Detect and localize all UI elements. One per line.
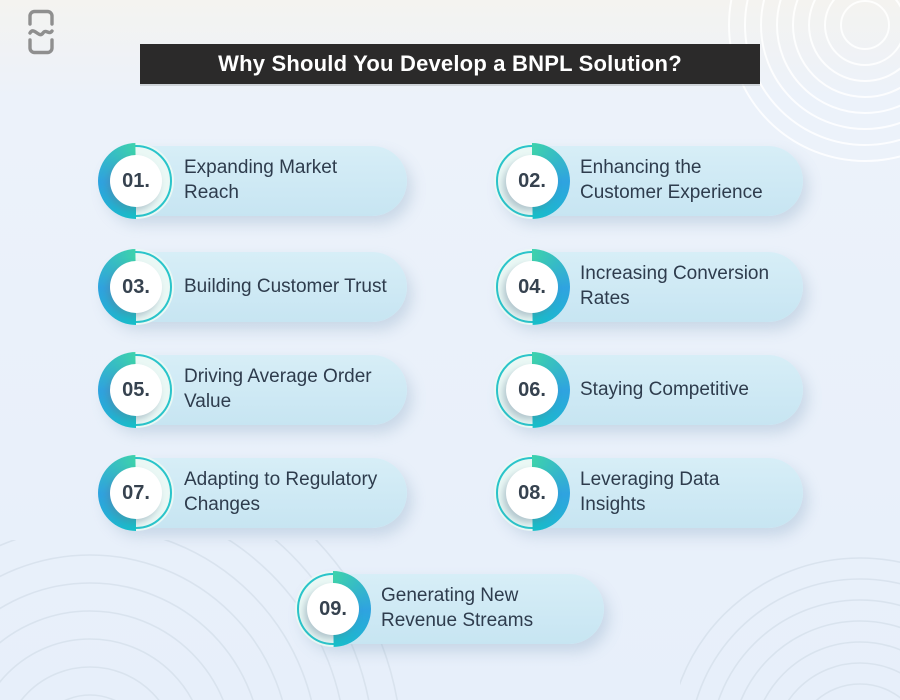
item-label: Leveraging Data Insights	[580, 469, 720, 515]
item-label: Enhancing the Customer Experience	[580, 157, 763, 203]
number-circle: 06.	[506, 364, 558, 416]
number-badge: 03.	[98, 249, 174, 325]
number-badge: 05.	[98, 352, 174, 428]
item-number: 08.	[518, 481, 546, 504]
reason-item: 07. Adapting to Regulatory Changes	[98, 455, 407, 531]
item-label: Expanding Market Reach	[184, 157, 338, 203]
reason-item: 03. Building Customer Trust	[98, 249, 407, 325]
item-label: Driving Average Order Value	[184, 366, 372, 412]
number-badge: 04.	[494, 249, 570, 325]
item-number: 03.	[122, 275, 150, 298]
reason-item: 01. Expanding Market Reach	[98, 143, 407, 219]
number-circle: 01.	[110, 155, 162, 207]
reason-item: 08. Leveraging Data Insights	[494, 455, 803, 531]
reason-item: 05. Driving Average Order Value	[98, 352, 407, 428]
reason-item: 02. Enhancing the Customer Experience	[494, 143, 803, 219]
item-number: 05.	[122, 378, 150, 401]
number-badge: 02.	[494, 143, 570, 219]
page-title: Why Should You Develop a BNPL Solution?	[218, 51, 682, 76]
broken-image-icon	[28, 9, 54, 55]
concentric-circles-bottom-right	[680, 557, 900, 700]
reason-item: 06. Staying Competitive	[494, 352, 803, 428]
item-label: Increasing Conversion Rates	[580, 263, 770, 309]
title-bar: Why Should You Develop a BNPL Solution?	[140, 44, 760, 84]
item-label: Staying Competitive	[580, 378, 749, 400]
item-label: Building Customer Trust	[184, 275, 387, 297]
reason-item: 09. Generating New Revenue Streams	[295, 571, 604, 647]
item-label: Generating New Revenue Streams	[381, 585, 534, 631]
number-circle: 04.	[506, 261, 558, 313]
number-circle: 05.	[110, 364, 162, 416]
number-badge: 08.	[494, 455, 570, 531]
number-circle: 07.	[110, 467, 162, 519]
number-circle: 09.	[307, 583, 359, 635]
item-number: 06.	[518, 378, 546, 401]
number-circle: 08.	[506, 467, 558, 519]
item-number: 04.	[518, 275, 546, 298]
number-badge: 01.	[98, 143, 174, 219]
item-number: 02.	[518, 169, 546, 192]
number-circle: 02.	[506, 155, 558, 207]
item-number: 07.	[122, 481, 150, 504]
item-label: Adapting to Regulatory Changes	[184, 469, 378, 515]
reason-item: 04. Increasing Conversion Rates	[494, 249, 803, 325]
number-badge: 09.	[295, 571, 371, 647]
item-number: 01.	[122, 169, 150, 192]
number-badge: 06.	[494, 352, 570, 428]
item-number: 09.	[319, 597, 347, 620]
number-circle: 03.	[110, 261, 162, 313]
number-badge: 07.	[98, 455, 174, 531]
